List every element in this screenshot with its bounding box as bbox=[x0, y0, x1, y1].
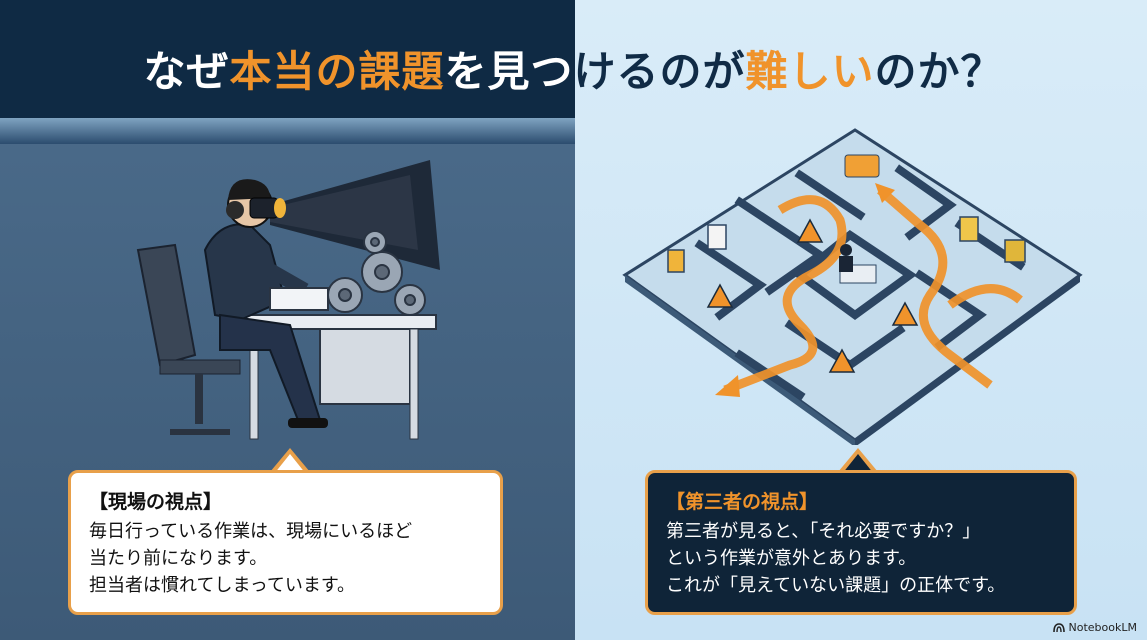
title-part-5: 難しい bbox=[745, 47, 875, 96]
title-part-4: けるのが bbox=[573, 47, 746, 96]
field-view-line: 毎日行っている作業は、現場にいるほど bbox=[89, 521, 413, 542]
maze-floor bbox=[622, 128, 1083, 445]
title-part-1: なぜ bbox=[143, 47, 230, 96]
vr-goggles bbox=[249, 197, 279, 219]
arrow-head-left-icon bbox=[715, 375, 740, 397]
brand-logo: NotebookLM bbox=[1052, 621, 1137, 634]
title-part-3: を見つ bbox=[444, 47, 574, 96]
field-view-line: 担当者は慣れてしまっています。 bbox=[89, 575, 356, 596]
document-icon bbox=[667, 216, 1026, 273]
page-title: なぜ本当の課題を見つけるのが難しいのか？ bbox=[0, 38, 1147, 99]
worker-illustration bbox=[136, 160, 440, 440]
field-view-line: 当たり前になります。 bbox=[89, 548, 268, 569]
arrow-head-up-icon bbox=[875, 183, 895, 203]
title-part-6: のか？ bbox=[874, 47, 1004, 96]
folder-icon bbox=[844, 154, 880, 178]
route-arrows bbox=[723, 186, 1023, 395]
title-band-left bbox=[0, 0, 575, 120]
maze-illustration bbox=[622, 128, 1083, 445]
third-party-view-line: 第三者が見ると、「それ必要ですか？」 bbox=[666, 521, 981, 542]
third-party-view-heading: 【第三者の視点】 bbox=[666, 491, 819, 513]
field-view-callout: 【現場の視点】 毎日行っている作業は、現場にいるほど 当たり前になります。 担当… bbox=[68, 470, 503, 615]
third-party-view-callout: 【第三者の視点】 第三者が見ると、「それ必要ですか？」 という作業が意外とありま… bbox=[645, 470, 1077, 615]
worker-at-desk bbox=[839, 244, 877, 284]
title-part-2: 本当の課題 bbox=[229, 47, 445, 96]
third-party-view-line: という作業が意外とあります。 bbox=[666, 548, 917, 569]
office-chair bbox=[136, 243, 197, 367]
warning-icon bbox=[706, 218, 919, 373]
water-surface bbox=[0, 118, 575, 144]
third-party-view-line: これが「見えていない課題」の正体です。 bbox=[666, 575, 1006, 596]
notebooklm-icon bbox=[1052, 622, 1065, 632]
field-view-heading: 【現場の視点】 bbox=[89, 491, 223, 513]
gears-icon bbox=[327, 230, 426, 316]
brand-name: NotebookLM bbox=[1068, 621, 1137, 634]
keyboard-icon bbox=[269, 287, 329, 311]
